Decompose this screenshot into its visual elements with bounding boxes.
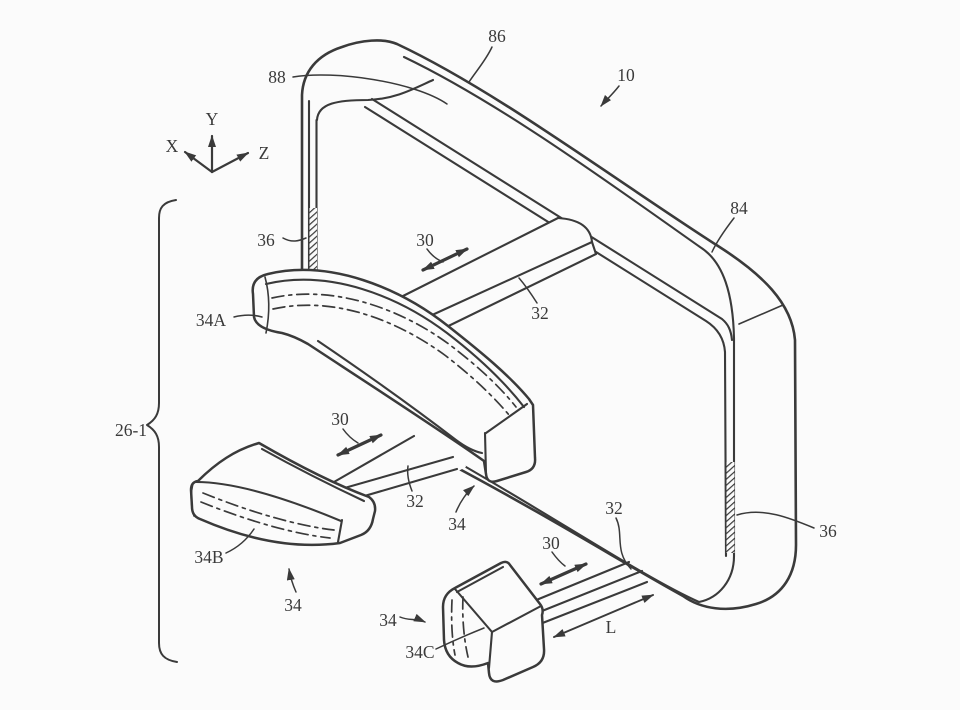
arrow-30-mid bbox=[336, 433, 383, 457]
arrow-30-top bbox=[421, 247, 469, 272]
label-axis-x: X bbox=[166, 136, 179, 156]
leader-84 bbox=[711, 217, 735, 253]
device-seam-line bbox=[402, 55, 736, 604]
label-26-1: 26-1 bbox=[115, 420, 147, 440]
module-34c bbox=[441, 560, 546, 683]
label-86: 86 bbox=[488, 26, 506, 46]
rail-top bbox=[401, 216, 598, 336]
label-l: L bbox=[606, 617, 617, 637]
reference-labels: 86 88 10 84 36 36 30 30 30 32 32 32 34A … bbox=[115, 26, 837, 662]
label-34-mid: 34 bbox=[448, 514, 466, 534]
track-hatch-right bbox=[726, 462, 735, 553]
arrow-34-bottom bbox=[399, 613, 426, 623]
display-top-edge-b bbox=[363, 105, 728, 558]
leader-36-right bbox=[736, 511, 815, 529]
module-34b bbox=[189, 441, 377, 547]
label-32-mid: 32 bbox=[406, 491, 424, 511]
label-axis-y: Y bbox=[206, 109, 219, 129]
label-34-bottom: 34 bbox=[379, 610, 397, 630]
label-34b: 34B bbox=[194, 547, 223, 567]
label-32-top: 32 bbox=[531, 303, 549, 323]
device-outer-outline bbox=[300, 39, 798, 611]
leader-32-bottom bbox=[615, 517, 632, 570]
axis-triad bbox=[183, 134, 250, 174]
annotations bbox=[146, 46, 815, 663]
label-36-right: 36 bbox=[819, 521, 837, 541]
label-30-top: 30 bbox=[416, 230, 434, 250]
label-34c: 34C bbox=[405, 642, 434, 662]
label-30-mid: 30 bbox=[331, 409, 349, 429]
label-axis-z: Z bbox=[259, 143, 270, 163]
display-top-edge-a bbox=[370, 97, 734, 342]
leader-88 bbox=[292, 74, 448, 105]
leader-86 bbox=[468, 46, 493, 83]
device-body bbox=[300, 39, 798, 611]
leader-32-mid bbox=[406, 465, 413, 492]
leader-34b bbox=[225, 528, 255, 554]
arrow-10 bbox=[600, 85, 620, 107]
label-84: 84 bbox=[730, 198, 748, 218]
arrow-30-bottom bbox=[539, 562, 588, 586]
leader-34a bbox=[233, 314, 263, 318]
label-32-bottom: 32 bbox=[605, 498, 623, 518]
brace-26-1 bbox=[146, 199, 178, 663]
leader-36-left bbox=[282, 237, 307, 242]
label-88: 88 bbox=[268, 67, 286, 87]
leader-30-bottom bbox=[551, 551, 566, 567]
leader-32-top bbox=[518, 277, 538, 304]
corner-shine-line bbox=[738, 304, 784, 325]
leader-30-mid bbox=[342, 428, 359, 444]
leader-34c bbox=[435, 627, 485, 650]
label-34a: 34A bbox=[196, 310, 227, 330]
label-10: 10 bbox=[617, 65, 635, 85]
label-36-left: 36 bbox=[257, 230, 275, 250]
label-34-lower: 34 bbox=[284, 595, 302, 615]
arrow-34-mid bbox=[455, 485, 475, 513]
display-corner-arc-88 bbox=[315, 78, 435, 122]
axis-x-arrow bbox=[183, 150, 214, 174]
arrow-length-l bbox=[553, 594, 654, 638]
track-hatch-left bbox=[309, 208, 317, 277]
label-30-bottom: 30 bbox=[542, 533, 560, 553]
module-34a bbox=[251, 268, 537, 483]
arrow-34-lower bbox=[286, 568, 297, 593]
axis-z-arrow bbox=[210, 151, 250, 174]
